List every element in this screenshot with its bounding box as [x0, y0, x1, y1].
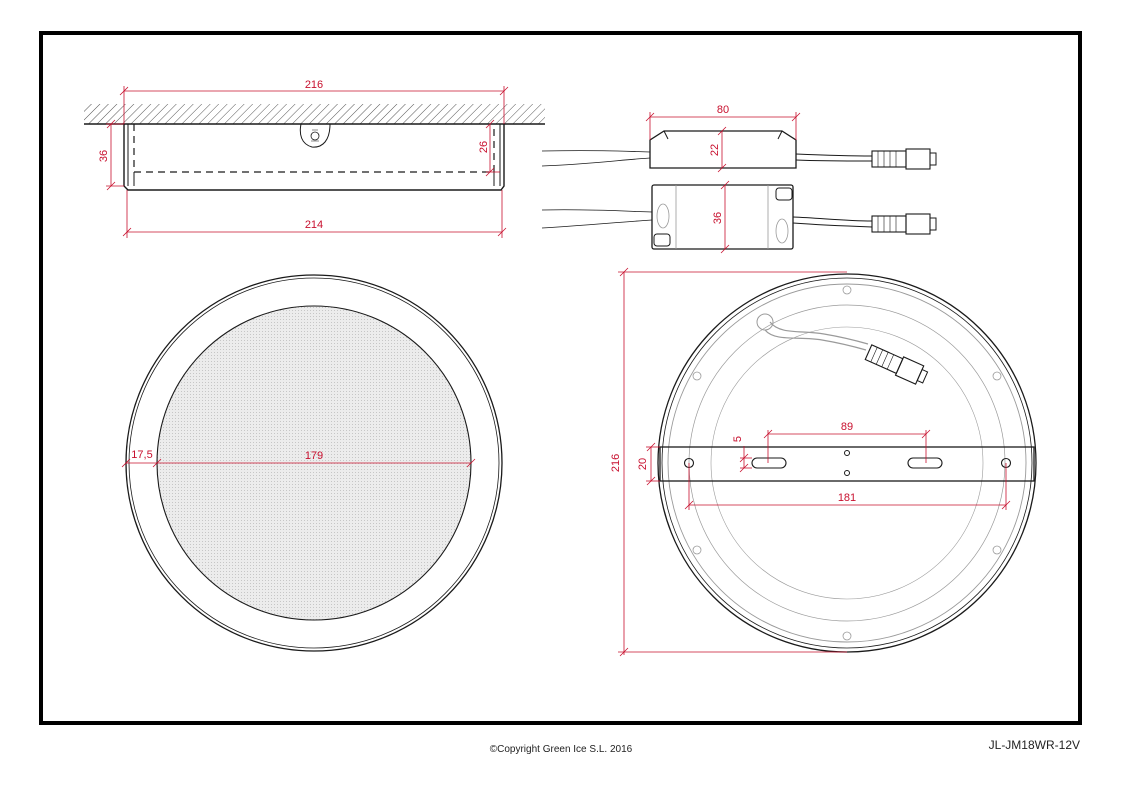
- dim-driver-width: 36: [712, 212, 724, 224]
- back-view: 216 20 89 5 181: [610, 267, 1037, 657]
- ceiling-hatch: [84, 104, 545, 124]
- spring-clip: [299, 123, 331, 148]
- driver-side-connector: [871, 148, 937, 170]
- side-view: 216 214 36 26: [84, 79, 545, 238]
- dim-side-bottom-width: 214: [305, 219, 323, 231]
- inner-dashed-profile: [133, 124, 495, 173]
- copyright-text: ©Copyright Green Ice S.L. 2016: [490, 744, 633, 755]
- dim-slot-spacing: 89: [841, 421, 853, 433]
- back-screw-bosses: [692, 285, 1002, 641]
- dim-front-rim: 17,5: [131, 449, 152, 461]
- driver-top-connector: [871, 213, 937, 235]
- dim-back-diameter: 216: [610, 454, 622, 472]
- front-view: 179 17,5: [121, 274, 503, 652]
- fixture-body: [123, 124, 505, 191]
- driver-top-view: 36: [541, 180, 937, 254]
- dim-driver-height: 22: [709, 144, 721, 156]
- mounting-bracket: [659, 446, 1035, 482]
- dim-side-top-width: 216: [305, 79, 323, 91]
- model-code: JL-JM18WR-12V: [989, 738, 1080, 752]
- dim-front-diameter: 179: [305, 450, 323, 462]
- dim-hole-spacing: 181: [838, 492, 856, 504]
- dim-bracket-width: 20: [637, 458, 649, 470]
- dim-side-inner-height: 26: [478, 141, 490, 153]
- back-connector: [864, 344, 929, 385]
- driver-side-body: [649, 130, 797, 169]
- driver-side-view: 80 22: [541, 104, 937, 173]
- dim-driver-length: 80: [717, 104, 729, 116]
- back-outer-ring: [657, 273, 1037, 653]
- dim-side-height: 36: [98, 150, 110, 162]
- drawing-frame: [39, 31, 1082, 725]
- dim-slot-height: 5: [732, 436, 744, 442]
